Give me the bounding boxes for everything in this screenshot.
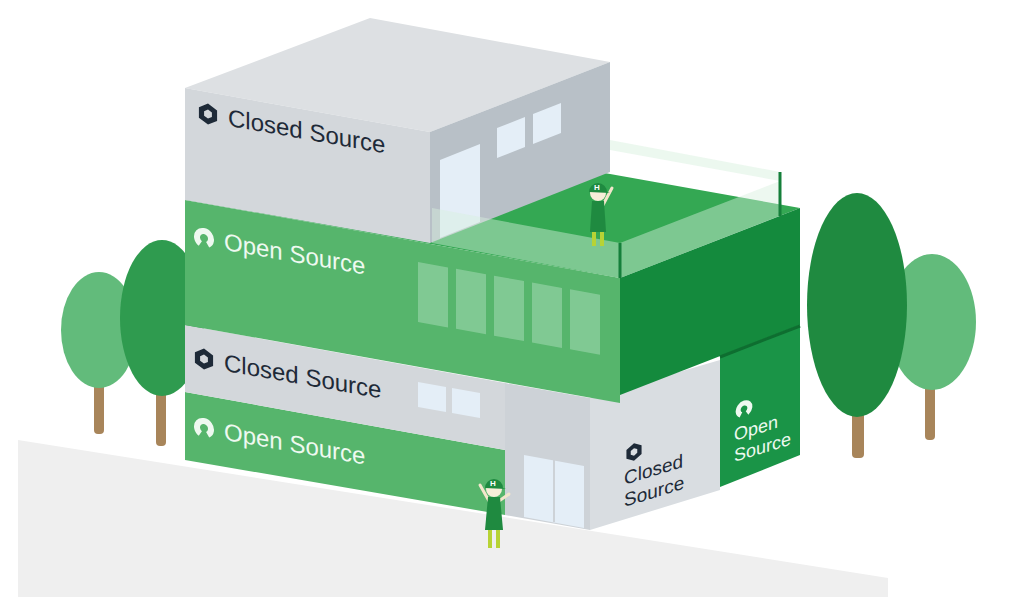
closed-box-front xyxy=(185,88,430,243)
door xyxy=(524,455,584,528)
railing-glass xyxy=(620,181,780,278)
window-row xyxy=(418,262,600,355)
cap-letter: H xyxy=(490,480,496,488)
window xyxy=(533,103,561,144)
ring-icon xyxy=(734,396,754,422)
railing-glass xyxy=(610,140,780,181)
hexagon-icon xyxy=(624,439,644,465)
window xyxy=(570,289,600,354)
window xyxy=(418,262,448,327)
door-split xyxy=(553,460,555,522)
railing-post xyxy=(619,243,622,278)
shadow-line xyxy=(720,326,800,357)
left-trees xyxy=(61,240,204,446)
window xyxy=(532,283,562,348)
ring-icon xyxy=(192,414,216,442)
closed-box-front xyxy=(505,383,590,530)
person-figure xyxy=(589,183,612,246)
right-trees xyxy=(807,193,976,458)
hexagon-icon xyxy=(192,345,216,373)
window xyxy=(452,388,480,418)
window xyxy=(494,276,524,341)
hexagon-icon xyxy=(196,100,220,128)
cap-letter: H xyxy=(594,184,600,192)
railing-post xyxy=(779,172,782,216)
window xyxy=(418,382,446,412)
window xyxy=(456,269,486,334)
window xyxy=(497,117,525,158)
person-figure xyxy=(480,479,509,548)
ring-icon xyxy=(192,224,216,252)
